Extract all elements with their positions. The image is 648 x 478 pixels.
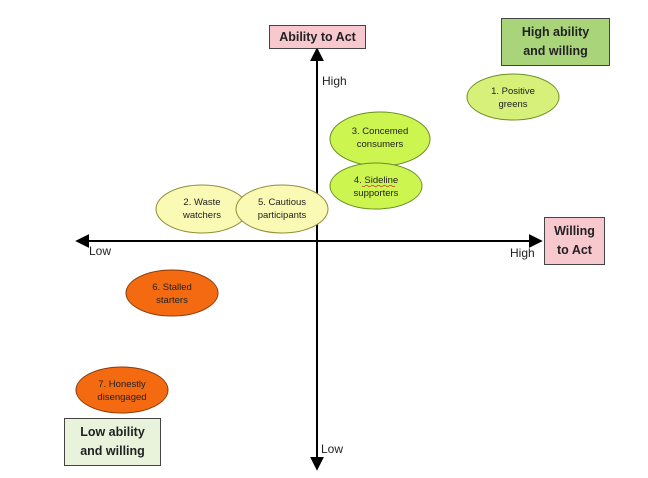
- x-axis-low-label: Low: [89, 244, 112, 258]
- segment-label-line2: greens: [498, 99, 527, 110]
- high-quadrant-line2: and willing: [523, 44, 588, 58]
- segment-sideline-supporters: 4. Sideline supporters: [329, 162, 423, 210]
- segment-stalled-starters: 6. Stalled starters: [125, 269, 219, 317]
- y-axis-low-label: Low: [321, 442, 344, 456]
- segment-honestly-disengaged: 7. Honestly disengaged: [75, 366, 169, 414]
- segment-label-line1: 6. Stalled: [152, 282, 192, 293]
- willing-to-act-line2: to Act: [557, 243, 592, 257]
- segment-label-line2: starters: [156, 295, 188, 306]
- willing-to-act-box: Willing to Act: [544, 217, 605, 265]
- segment-label-line2: participants: [258, 210, 307, 221]
- segment-label-line1: 3. Concemed: [352, 126, 409, 137]
- segment-label-line1: 1. Positive: [491, 86, 535, 97]
- high-quadrant-line1: High ability: [521, 25, 590, 40]
- segment-label-line2: supporters: [354, 188, 399, 199]
- x-axis-high-label: High: [510, 246, 535, 260]
- low-quadrant-box: Low ability and willing: [64, 418, 161, 466]
- segment-label-line2: consumers: [357, 139, 404, 150]
- segment-label-line1: 7. Honestly: [98, 379, 146, 390]
- segment-label-line2: watchers: [182, 210, 221, 221]
- segment-positive-greens: 1. Positive greens: [466, 73, 560, 121]
- segment-label-line2: disengaged: [97, 392, 146, 403]
- spellcheck-underline: [361, 184, 396, 188]
- segment-label-line1: 2. Waste: [183, 197, 220, 208]
- low-quadrant-line2: and willing: [80, 444, 145, 458]
- segment-waste-watchers: 2. Waste watchers: [155, 184, 249, 234]
- high-quadrant-box: High ability and willing: [501, 18, 610, 66]
- segment-label-line1: 4. Sideline: [354, 175, 398, 186]
- segment-concerned-consumers: 3. Concemed consumers: [329, 111, 431, 167]
- low-quadrant-line1: Low ability: [80, 425, 145, 440]
- segment-label-line1: 5. Cautious: [258, 197, 306, 208]
- ability-to-act-box: Ability to Act: [269, 25, 366, 49]
- segment-cautious-participants: 5. Cautious participants: [235, 184, 329, 234]
- ability-to-act-label: Ability to Act: [279, 29, 356, 44]
- willing-to-act-line1: Willing: [554, 224, 595, 239]
- y-axis-high-label: High: [322, 74, 347, 88]
